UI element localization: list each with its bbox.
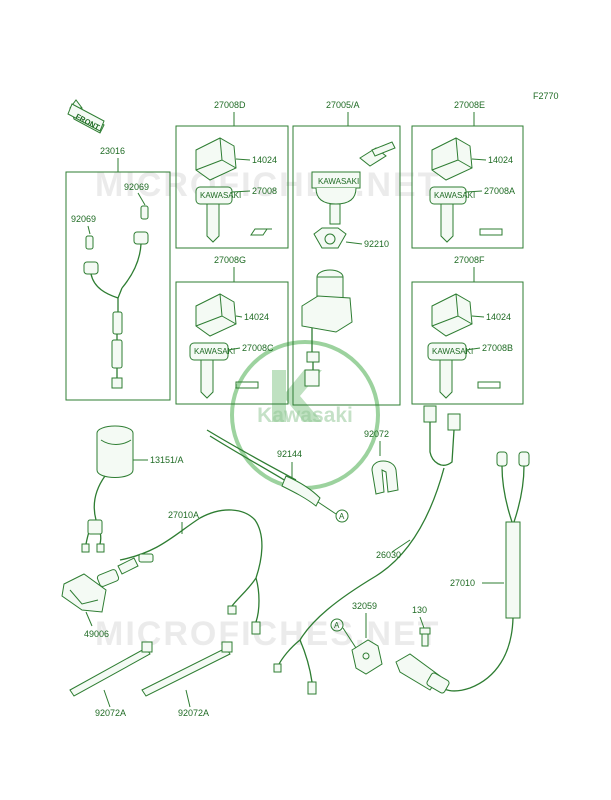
svg-text:KAWASAKI: KAWASAKI (434, 191, 475, 200)
label-49006: 49006 (84, 629, 109, 639)
label-130: 130 (412, 605, 427, 615)
group-box-23016 (65, 171, 171, 401)
label-27010: 27010 (450, 578, 475, 588)
label-27008f: 27008F (454, 255, 485, 265)
logo-wordmark: Kawasaki (257, 404, 353, 427)
svg-text:A: A (334, 621, 340, 630)
label-27008: 27008 (252, 186, 277, 196)
key-blank-27008c: KAWASAKI (189, 342, 235, 399)
label-26030: 26030 (376, 550, 401, 560)
key-blank-27008a: KAWASAKI (429, 186, 475, 243)
label-27008g: 27008G (214, 255, 246, 265)
harness-27010 (435, 451, 530, 692)
group-box-27008f (411, 281, 524, 405)
label-23016: 23016 (100, 146, 125, 156)
label-92072: 92072 (364, 429, 389, 439)
cable-tie-92072a-1 (69, 641, 153, 697)
svg-text:KAWASAKI: KAWASAKI (318, 177, 359, 186)
group-box-27008d (175, 125, 289, 249)
label-14024-e: 14024 (488, 155, 513, 165)
key-cover-14024-e (431, 137, 473, 181)
group-box-27008e (411, 125, 524, 249)
key-cover-14024-d (195, 137, 237, 181)
bolt-130-icon (419, 627, 431, 647)
label-14024-d: 14024 (252, 155, 277, 165)
svg-text:KAWASAKI: KAWASAKI (200, 191, 241, 200)
wiring-harness-23016 (83, 231, 149, 389)
label-14024-g: 14024 (244, 312, 269, 322)
cable-92144 (206, 429, 321, 507)
label-27008a: 27008A (484, 186, 515, 196)
label-27008c: 27008C (242, 343, 274, 353)
label-27005: 27005/A (326, 100, 360, 110)
label-27010a: 27010A (168, 510, 199, 520)
harness-26030 (273, 405, 461, 695)
callout-a-bottom (330, 618, 344, 632)
front-arrow-icon: FRONT (67, 99, 105, 134)
label-92069-b: 92069 (71, 214, 96, 224)
switch-assembly (395, 653, 450, 694)
label-14024-f: 14024 (486, 312, 511, 322)
label-27008b: 27008B (482, 343, 513, 353)
label-92144: 92144 (277, 449, 302, 459)
key-cover-14024-g (195, 293, 237, 337)
switch-49006 (61, 569, 120, 613)
svg-text:A: A (339, 512, 345, 521)
label-92210: 92210 (364, 239, 389, 249)
switch-13151 (81, 425, 134, 553)
ignition-switch-body (301, 269, 353, 387)
label-32059: 32059 (352, 601, 377, 611)
group-box-27008g (175, 281, 289, 405)
label-27008e: 27008E (454, 100, 485, 110)
group-box-27005 (292, 125, 401, 406)
key-blank-27008: KAWASAKI (195, 186, 241, 243)
svg-text:KAWASAKI: KAWASAKI (194, 347, 235, 356)
label-13151: 13151/A (150, 455, 184, 465)
ignition-key-set: KAWASAKI (311, 141, 396, 225)
callout-a-top (335, 509, 349, 523)
cable-tie-92072a-2 (141, 641, 233, 697)
label-92072a-1: 92072A (95, 708, 126, 718)
nut-92210 (313, 227, 347, 249)
key-blank-27008b: KAWASAKI (427, 342, 473, 399)
key-cover-14024-f (431, 293, 473, 337)
harness-27010a (117, 509, 263, 635)
label-92069-a: 92069 (124, 182, 149, 192)
cable-clamp-92072 (371, 460, 399, 495)
kawasaki-logo: Kawasaki (230, 340, 380, 490)
label-27008d: 27008D (214, 100, 246, 110)
label-92072a-2: 92072A (178, 708, 209, 718)
figure-code: F2770 (533, 91, 559, 101)
bracket-32059 (351, 639, 383, 675)
svg-text:KAWASAKI: KAWASAKI (432, 347, 473, 356)
